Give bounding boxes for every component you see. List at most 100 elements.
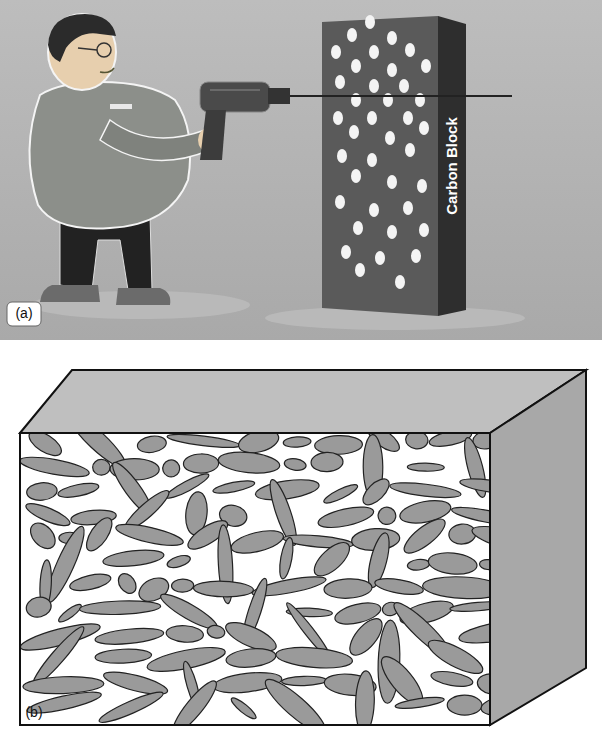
drill-hole: [341, 245, 351, 259]
man-figure: [29, 14, 218, 305]
drill-hole: [385, 131, 395, 145]
grain: [448, 523, 477, 545]
grain: [94, 626, 164, 647]
grain: [457, 615, 490, 648]
grain: [217, 450, 280, 476]
drill-hole: [403, 111, 413, 125]
grain: [311, 452, 344, 472]
grain: [374, 576, 425, 597]
grain: [283, 436, 311, 448]
drill-hole: [369, 45, 379, 59]
label-box: [7, 302, 41, 326]
drill-hole: [337, 149, 347, 163]
power-drill: [200, 82, 290, 160]
grain: [399, 514, 449, 559]
block-front-outline: [20, 433, 490, 725]
grain: [459, 476, 490, 496]
grain: [260, 673, 332, 725]
drill-bit: [290, 95, 512, 97]
grain: [427, 550, 478, 576]
drill-hole: [349, 125, 359, 139]
block-front-face: [20, 433, 490, 725]
drill-hole: [335, 195, 345, 209]
drill-hole: [333, 111, 343, 125]
drill-hole: [367, 111, 377, 125]
drill-hole: [419, 121, 429, 135]
drill-hole: [417, 179, 427, 193]
grain: [407, 463, 444, 472]
drill-hole: [375, 251, 385, 265]
grain: [166, 553, 192, 570]
grain: [407, 558, 430, 571]
block-front: [322, 16, 438, 316]
grain: [225, 647, 277, 670]
grain: [24, 499, 73, 530]
grain: [24, 595, 53, 620]
grain: [166, 624, 204, 643]
grain: [57, 602, 84, 625]
drill-hole: [421, 59, 431, 73]
drilled-holes: [331, 15, 431, 289]
grain: [68, 571, 112, 594]
drill-hole: [351, 169, 361, 183]
drill-hole: [419, 223, 429, 237]
drill-hole: [347, 28, 357, 42]
drill-hole: [367, 153, 377, 167]
drill-hole: [405, 143, 415, 157]
grain: [354, 670, 375, 725]
grain: [314, 435, 362, 455]
grain: [277, 537, 295, 580]
grain: [26, 481, 58, 501]
drill-hole: [369, 79, 379, 93]
grain: [359, 475, 394, 510]
drill-hole: [387, 31, 397, 45]
grain: [389, 480, 462, 500]
grain: [450, 600, 490, 613]
grain: [447, 695, 482, 715]
drill-hole: [365, 15, 375, 29]
grain: [206, 624, 226, 639]
grain: [479, 559, 490, 571]
block-label: Carbon Block: [444, 117, 461, 215]
grain: [395, 695, 445, 710]
panel-background: [0, 0, 602, 340]
grain: [102, 547, 165, 569]
grain: [229, 526, 286, 557]
block-side-face: [490, 370, 586, 725]
grain: [405, 433, 429, 450]
grain: [430, 669, 474, 689]
panel-label: (b): [25, 705, 42, 720]
graphite-grains: [20, 433, 490, 725]
grain: [171, 579, 194, 593]
drill-hole: [387, 63, 397, 77]
drill-hole: [405, 43, 415, 57]
grain: [476, 672, 490, 697]
block-side: [438, 16, 466, 316]
grain: [20, 453, 90, 480]
grain: [282, 676, 327, 687]
grain: [309, 537, 355, 582]
drill-hole: [351, 59, 361, 73]
drill-hole: [403, 201, 413, 215]
drill-hole: [355, 263, 365, 277]
drill-hole: [353, 221, 363, 235]
grain: [377, 506, 397, 526]
grain: [95, 648, 152, 664]
grain: [254, 476, 320, 503]
grain: [79, 600, 161, 616]
grain: [26, 518, 60, 553]
grain: [283, 457, 306, 472]
grain: [193, 580, 253, 597]
grain: [470, 521, 490, 560]
grain: [161, 458, 182, 479]
grain: [114, 520, 185, 550]
grain: [212, 478, 256, 496]
grain: [316, 503, 375, 532]
grain: [167, 433, 241, 450]
drill-hole: [395, 275, 405, 289]
grain: [25, 433, 65, 460]
grain: [115, 570, 140, 596]
grain: [275, 645, 353, 671]
panel-label: (a): [15, 306, 32, 321]
